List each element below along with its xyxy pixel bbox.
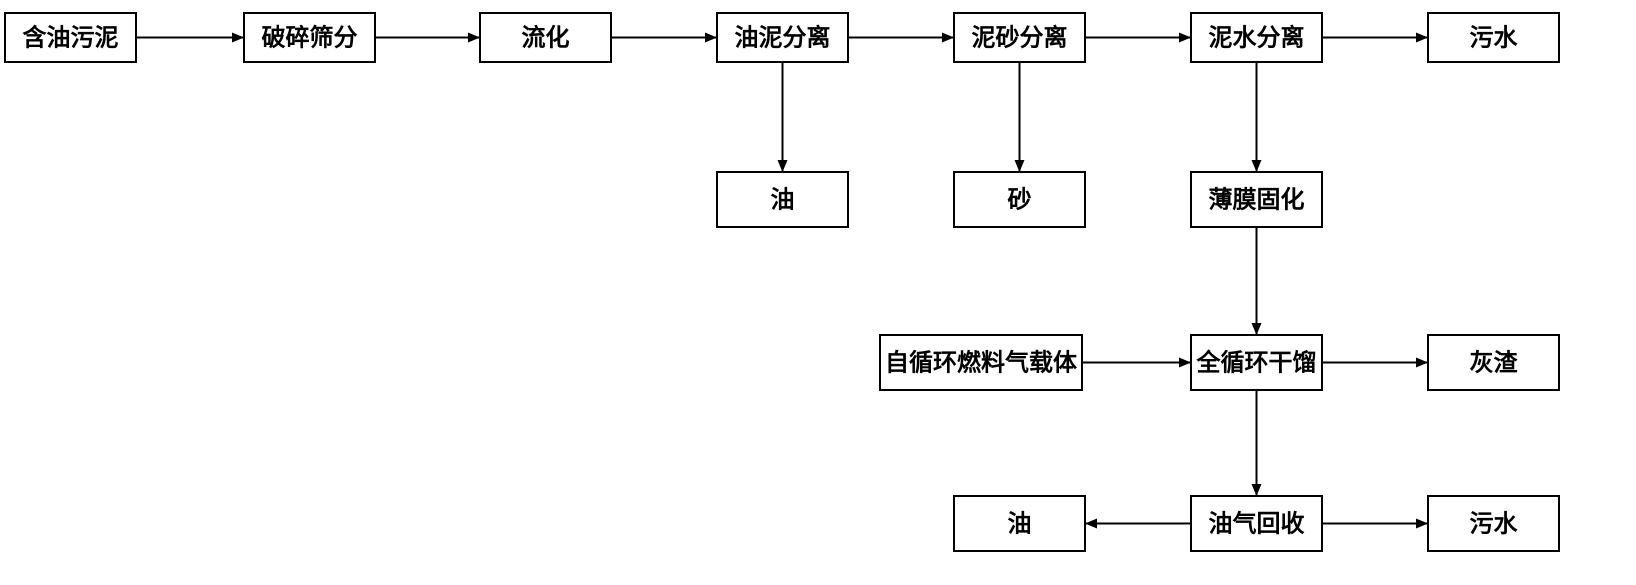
node-fuel-gas-carrier: 自循环燃料气载体	[879, 334, 1083, 391]
node-box	[4, 12, 137, 63]
node-box	[716, 12, 849, 63]
node-label: 自循环燃料气载体	[885, 349, 1078, 377]
node-sand: 砂	[953, 171, 1086, 228]
node-box	[479, 12, 612, 63]
node-oily-sludge: 含油污泥	[4, 12, 137, 63]
node-box	[1190, 12, 1323, 63]
node-label: 污水	[1470, 510, 1519, 538]
node-box	[716, 171, 849, 228]
node-label: 灰渣	[1470, 349, 1519, 377]
edge-sludge-sand-separation-to-sand	[1014, 62, 1025, 172]
edge-oil-gas-recovery-to-oil-2	[1085, 518, 1191, 529]
node-box	[953, 171, 1086, 228]
node-ash-residue: 灰渣	[1427, 334, 1560, 391]
edge-thin-film-solidify-to-full-cycle-dry-distill	[1251, 227, 1262, 335]
node-box	[879, 334, 1083, 391]
node-wastewater-2: 污水	[1427, 495, 1560, 552]
node-oil-gas-recovery: 油气回收	[1190, 495, 1323, 552]
node-oil-1: 油	[716, 171, 849, 228]
edge-fuel-gas-carrier-to-full-cycle-dry-distill	[1082, 357, 1191, 368]
edge-sludge-water-separation-to-wastewater-1	[1322, 32, 1428, 43]
edge-oil-sludge-separation-to-sludge-sand-separation	[848, 32, 954, 43]
edge-oil-gas-recovery-to-wastewater-2	[1322, 518, 1428, 529]
node-label: 油泥分离	[735, 24, 831, 52]
node-label: 流化	[522, 24, 570, 52]
edge-sludge-water-separation-to-thin-film-solidify	[1251, 62, 1262, 172]
node-fluidize: 流化	[479, 12, 612, 63]
node-sludge-sand-separation: 泥砂分离	[953, 12, 1086, 63]
node-label: 油气回收	[1209, 510, 1305, 538]
node-thin-film-solidify: 薄膜固化	[1190, 171, 1323, 228]
node-box	[1190, 171, 1323, 228]
node-crush-screen: 破碎筛分	[243, 12, 376, 63]
node-label: 油	[1008, 510, 1032, 538]
nodes-layer: 含油污泥破碎筛分流化油泥分离泥砂分离泥水分离污水油砂薄膜固化自循环燃料气载体全循…	[4, 12, 1560, 552]
node-full-cycle-dry-distill: 全循环干馏	[1190, 334, 1323, 391]
edge-full-cycle-dry-distill-to-ash-residue	[1322, 357, 1428, 368]
node-wastewater-1: 污水	[1427, 12, 1560, 63]
edge-oily-sludge-to-crush-screen	[136, 32, 244, 43]
edges-layer	[136, 32, 1428, 529]
edge-fluidize-to-oil-sludge-separation	[611, 32, 717, 43]
node-label: 薄膜固化	[1209, 186, 1305, 214]
node-box	[1427, 334, 1560, 391]
node-label: 砂	[1008, 186, 1032, 214]
node-box	[1427, 495, 1560, 552]
edge-oil-sludge-separation-to-oil-1	[777, 62, 788, 172]
edge-crush-screen-to-fluidize	[375, 32, 480, 43]
node-oil-sludge-separation: 油泥分离	[716, 12, 849, 63]
node-sludge-water-separation: 泥水分离	[1190, 12, 1323, 63]
node-label: 泥水分离	[1209, 24, 1305, 52]
node-box	[1427, 12, 1560, 63]
node-label: 含油污泥	[23, 24, 119, 52]
node-box	[953, 12, 1086, 63]
edge-sludge-sand-separation-to-sludge-water-separation	[1085, 32, 1191, 43]
node-box	[243, 12, 376, 63]
node-box	[1190, 495, 1323, 552]
edge-full-cycle-dry-distill-to-oil-gas-recovery	[1251, 390, 1262, 496]
node-label: 油	[771, 186, 795, 214]
node-label: 全循环干馏	[1196, 349, 1317, 377]
node-label: 污水	[1470, 24, 1519, 52]
node-oil-2: 油	[953, 495, 1086, 552]
node-label: 破碎筛分	[262, 24, 358, 52]
node-label: 泥砂分离	[972, 24, 1068, 52]
node-box	[953, 495, 1086, 552]
node-box	[1190, 334, 1323, 391]
